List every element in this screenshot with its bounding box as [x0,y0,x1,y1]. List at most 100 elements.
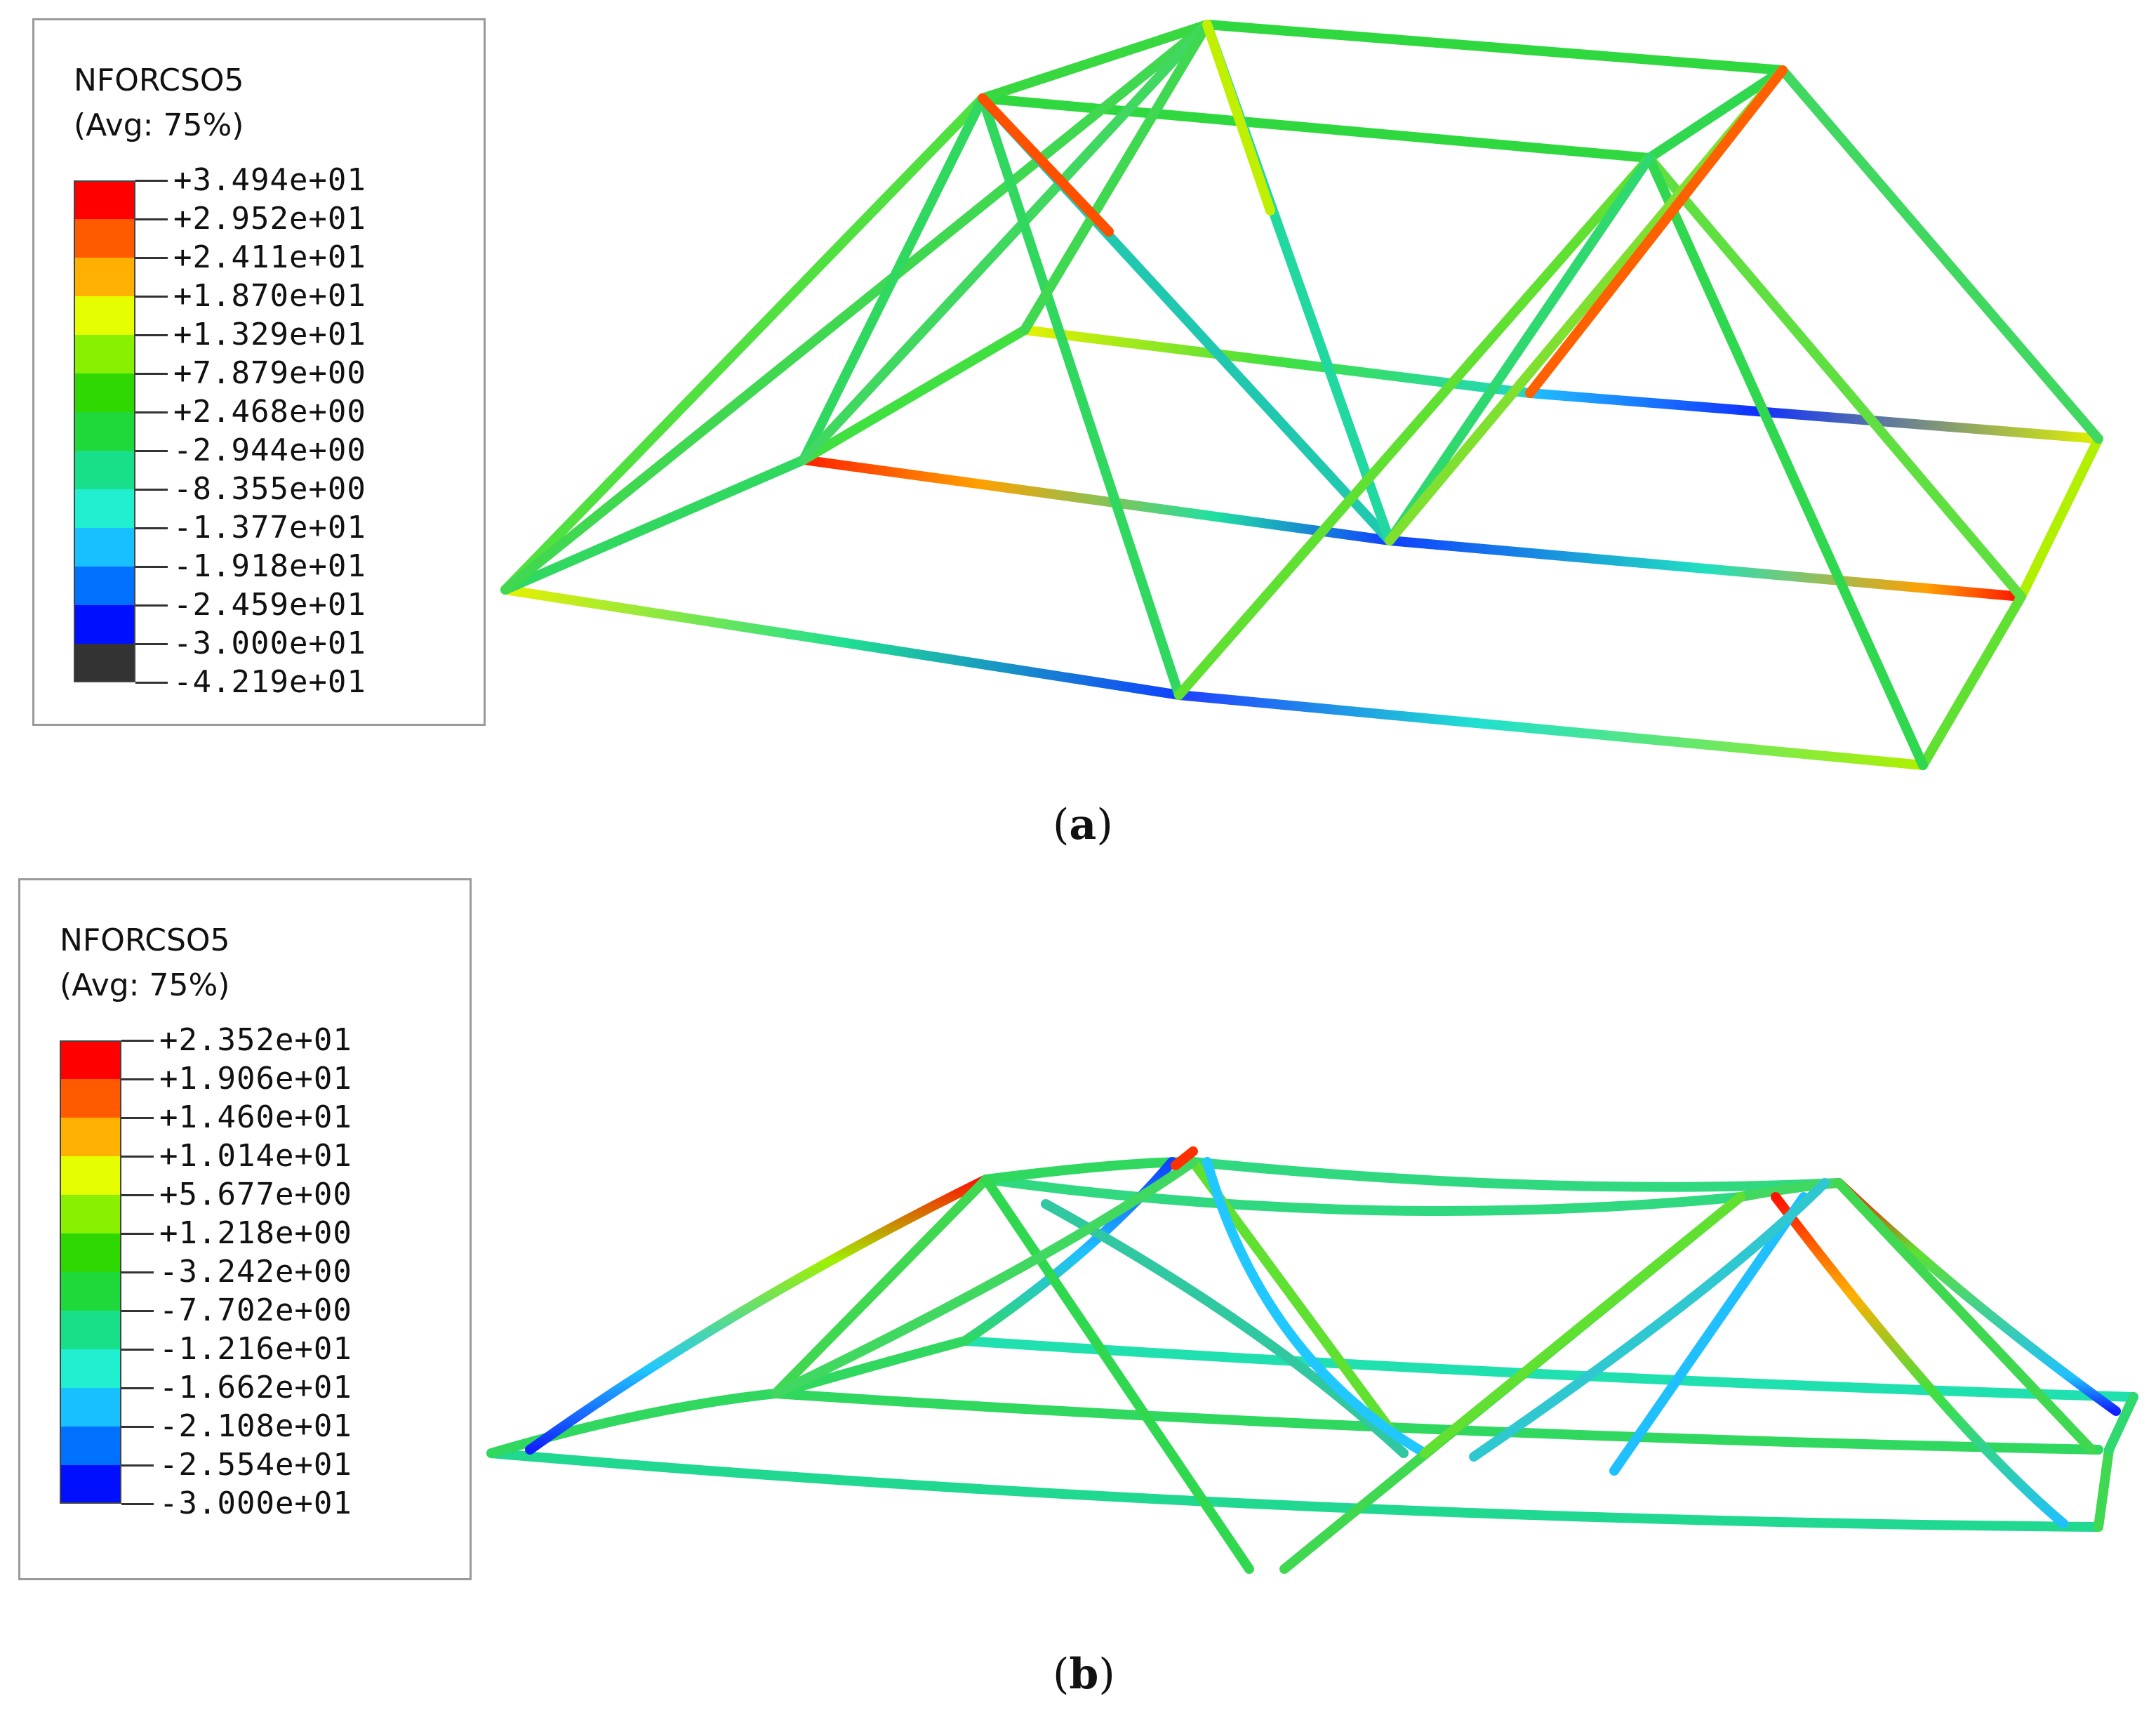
truss-member [978,20,1212,103]
truss-member [978,93,1654,163]
truss-member [981,1174,1254,1574]
legend-swatch [74,605,135,644]
legend-tick [135,643,168,645]
legend-label: +5.677e+00 [159,1177,352,1212]
legend-frame [60,1040,121,1504]
legend-tick [135,334,168,336]
truss-member [978,93,1184,700]
truss-member [1644,153,2026,602]
truss-member [2016,434,2103,602]
legend-label: +2.952e+01 [173,201,366,237]
legend-label: +1.329e+01 [173,317,366,352]
truss-member [2094,1445,2114,1532]
truss-model-b [486,1146,2138,1574]
legend-label: -3.000e+01 [159,1485,352,1521]
legend-label: +3.494e+01 [173,162,366,198]
legend-swatch [74,451,135,489]
legend-swatch [74,489,135,528]
legend-tick [135,489,168,491]
legend-label: -1.216e+01 [159,1331,352,1367]
truss-member [1202,20,1788,75]
legend-label: -4.219e+01 [173,664,366,700]
legend-tick [135,296,168,298]
legend-tick [135,373,168,375]
legend-swatch [74,258,135,296]
legend-swatch [60,1272,121,1311]
legend-label: -3.000e+01 [173,626,366,661]
truss-member [1918,592,2026,770]
truss-member [1188,1157,1844,1192]
legend-tick [121,1117,154,1119]
panel-caption: (b) [1053,1650,1115,1699]
truss-member [1834,1178,2121,1416]
legend-label: -7.702e+00 [159,1292,352,1328]
legend-frame [74,180,135,682]
truss-member [1202,20,1275,216]
legend-swatch [60,1349,121,1388]
legend-swatch [74,373,135,412]
legend-swatch [74,567,135,605]
legend-label: +1.870e+01 [173,278,366,314]
legend-label: -2.108e+01 [159,1408,352,1444]
legend-tick [135,682,168,684]
truss-member [1041,1199,1409,1458]
legend-swatch [60,1079,121,1118]
legend-tick [121,1387,154,1389]
legend-label: +2.468e+00 [173,394,366,430]
legend-tick [121,1310,154,1312]
legend-tick [135,218,168,220]
truss-member [1420,1192,1745,1458]
truss-member [1202,1157,1430,1458]
legend-swatch [60,1465,121,1504]
legend-subtitle: (Avg: 75%) [60,967,230,1003]
legend-swatch [60,1156,121,1195]
truss-member [1609,1192,1809,1476]
legend-swatch [74,644,135,682]
truss-member [525,1174,991,1455]
legend-label: +2.352e+01 [159,1022,352,1058]
legend-tick [121,1503,154,1505]
legend-tick [135,566,168,568]
truss-member [771,1336,970,1398]
truss-member [1771,1192,2068,1528]
truss-member [500,585,1184,700]
legend-tick [135,604,168,607]
truss-member [771,1157,1198,1398]
truss-member [771,1174,991,1398]
legend-tick [135,180,168,182]
legend-tick [121,1426,154,1428]
truss-member [978,93,1114,237]
truss-member [1834,1178,2096,1455]
legend-label: -2.944e+00 [173,432,366,468]
legend-label: -3.242e+00 [159,1254,352,1290]
legend-label: +7.879e+00 [173,355,366,391]
truss-member [1525,388,2103,444]
legend-subtitle: (Avg: 75%) [74,107,244,143]
legend-label: +1.218e+00 [159,1215,352,1251]
truss-member [1020,325,1535,398]
truss-member [1469,1178,1830,1462]
legend-box: NFORCSO5 (Avg: 75%) +2.352e+01+1.906e+01… [18,878,472,1580]
legend-label: +1.460e+01 [159,1099,352,1135]
legend-swatch [60,1118,121,1156]
legend-title: NFORCSO5 [60,922,230,958]
legend-label: +1.906e+01 [159,1061,352,1097]
legend-tick [135,411,168,413]
legend-label: -2.554e+01 [159,1447,352,1483]
truss-member [1778,65,2103,444]
truss-member [1020,20,1212,335]
legend-label: -1.918e+01 [173,548,366,584]
legend-tick [121,1194,154,1196]
truss-member [1174,153,1654,700]
legend-tick [135,450,168,452]
truss-member [799,325,1030,465]
legend-box: NFORCSO5 (Avg: 75%) +3.494e+01+2.952e+01… [32,18,486,726]
legend-swatch [60,1311,121,1349]
truss-member [1525,65,1788,398]
legend-swatch [74,219,135,258]
truss-member [486,1389,780,1458]
truss-member [960,1336,2138,1402]
legend-tick [121,1464,154,1467]
legend-swatch [60,1040,121,1079]
panel-b: NFORCSO5 (Avg: 75%) +2.352e+01+1.906e+01… [0,867,2156,1734]
